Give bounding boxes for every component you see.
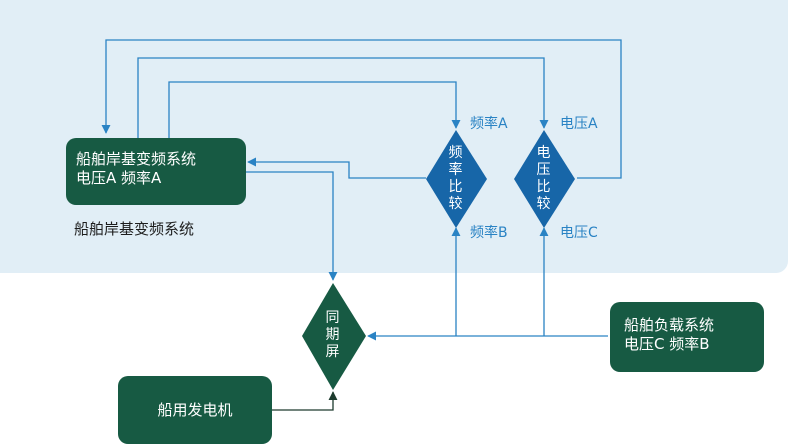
voltage-feedback-line	[101, 39, 622, 179]
frequency-a-label: 频率A	[470, 116, 508, 132]
frequency-b-label: 频率B	[470, 225, 508, 241]
ship-load-box[interactable]: 船舶负载系统 电压C 频率B	[610, 302, 764, 372]
frequency-compare-diamond[interactable]	[426, 130, 487, 228]
shore-system-title: 船舶岸基变频系统	[76, 150, 197, 168]
generator-title: 船用发电机	[157, 400, 233, 419]
frequency-a-line	[168, 81, 461, 138]
voltage-a-line	[137, 57, 549, 138]
ship-load-title: 船舶负载系统	[624, 316, 715, 334]
frequency-compare-label: 频率比较	[448, 145, 464, 212]
voltage-c-label: 电压C	[560, 225, 598, 241]
generator-to-sync-line	[272, 391, 338, 411]
shore-system-box[interactable]: 船舶岸基变频系统 电压A 频率A	[66, 138, 246, 205]
shore-side-panel	[0, 0, 788, 273]
frequency-feedback-line	[247, 157, 426, 179]
voltage-compare-label: 电压比较	[536, 145, 552, 212]
sync-screen-diamond[interactable]	[302, 283, 366, 390]
sync-screen-label: 同期屏	[325, 310, 341, 360]
shore-system-values: 电压A 频率A	[76, 169, 162, 187]
generator-box[interactable]: 船用发电机	[118, 376, 272, 444]
voltage-a-label: 电压A	[560, 116, 598, 132]
voltage-compare-diamond[interactable]	[514, 130, 575, 228]
shore-system-caption: 船舶岸基变频系统	[74, 220, 195, 238]
ship-load-values: 电压C 频率B	[624, 335, 710, 353]
shore-to-sync-line	[246, 171, 338, 281]
